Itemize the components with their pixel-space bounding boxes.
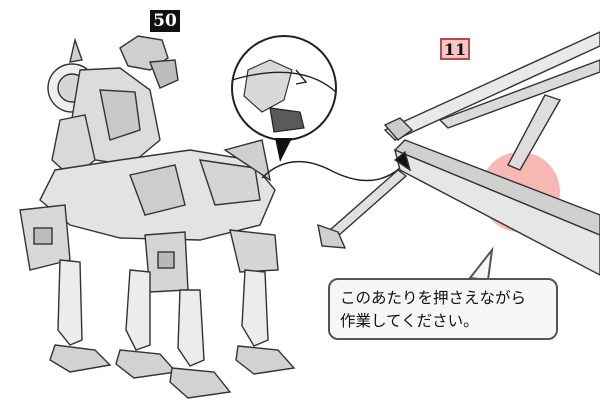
callout-text-line-2: 作業してください。 [340,312,479,330]
callout-tail [468,246,494,282]
part-detail [317,31,600,276]
sub-step-badge: 11 [440,38,470,60]
callout-text-line-1: このあたりを押さえながら [340,289,527,307]
leader-line [261,160,401,182]
detail-zoom-circle [231,35,337,162]
step-number: 50 [153,11,177,31]
mecha-figure [19,35,296,399]
sub-step-number: 11 [443,39,467,59]
step-number-badge: 50 [150,10,180,32]
instruction-callout: このあたりを押さえながら 作業してください。 [328,278,558,340]
